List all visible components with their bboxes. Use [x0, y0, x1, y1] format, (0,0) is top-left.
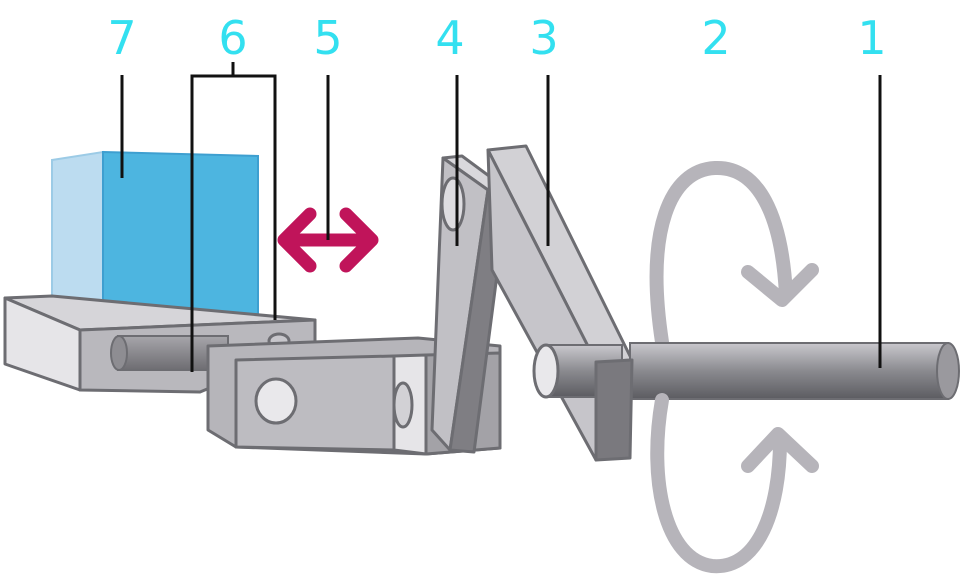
crank-hub	[594, 358, 634, 462]
slider-bore	[254, 377, 298, 425]
drive-shaft	[532, 342, 960, 400]
rotation-arrow-upper-arc	[649, 160, 793, 349]
label-4: 4	[435, 11, 464, 65]
rotation-arrow-front	[650, 393, 819, 574]
link-short-pin	[440, 176, 466, 232]
label-2: 2	[701, 11, 730, 65]
rotation-arrow-upper-head	[741, 263, 819, 307]
label-6: 6	[218, 11, 247, 65]
label-5: 5	[313, 11, 342, 65]
rotation-arrow-lower-head	[741, 427, 819, 473]
leader-lines	[120, 62, 882, 372]
label-7: 7	[107, 11, 136, 65]
label-3: 3	[529, 11, 558, 65]
workpiece-block	[51, 150, 259, 322]
rotation-arrow-back	[649, 160, 819, 349]
part-labels: 1 2 3 4 5 6 7	[107, 11, 886, 65]
rotation-arrow-lower-arc	[650, 393, 787, 574]
label-1: 1	[857, 11, 886, 65]
slider-pin	[392, 381, 414, 429]
